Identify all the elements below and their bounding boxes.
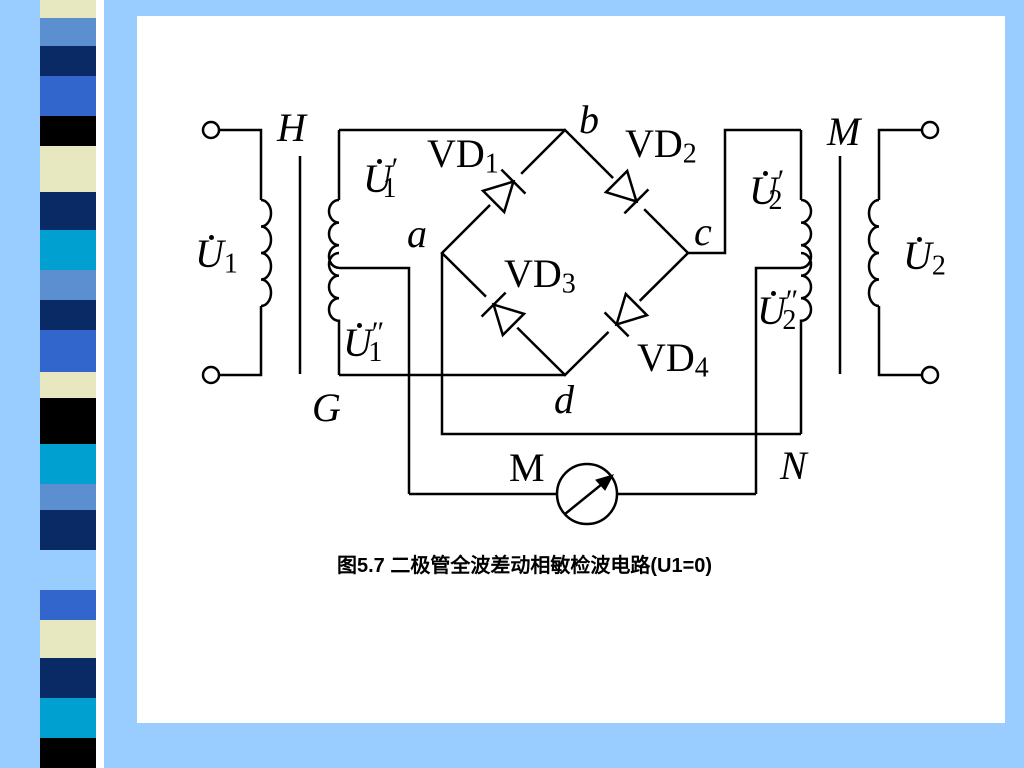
label-node-b: b: [579, 97, 599, 142]
label-node-n: N: [780, 443, 807, 488]
galvanometer: [555, 462, 619, 526]
label-node-h: H: [277, 105, 306, 150]
diode-vd4: [598, 290, 651, 343]
terminal-left-bottom: [201, 365, 221, 385]
label-vd4: VD4: [637, 335, 709, 384]
label-node-g: G: [312, 385, 341, 430]
figure-caption: 图5.7 二极管全波差动相敏检波电路(U1=0): [337, 555, 713, 577]
wire-a-n: [440, 253, 801, 436]
diode-vd2: [602, 167, 655, 220]
label-node-a: a: [407, 211, 427, 256]
label-voltage-u1-prime: U′1: [363, 152, 397, 205]
terminal-right-top: [920, 120, 940, 140]
terminal-left-top: [201, 120, 221, 140]
transformer-right-primary: [867, 128, 922, 377]
label-voltage-u1-double-prime: U″1: [343, 316, 383, 369]
wire-c-m: [688, 128, 801, 255]
slide-panel: H G b a c d M N VD1 VD2 VD3 VD4 M U1 U′1…: [137, 16, 1005, 723]
label-vd3: VD3: [504, 251, 576, 300]
decorative-stripe: [0, 0, 120, 768]
label-node-d: d: [554, 377, 574, 422]
label-vd1: VD1: [427, 131, 499, 180]
label-node-c: c: [694, 209, 712, 254]
diode-vd1: [479, 163, 532, 216]
label-voltage-u2-double-prime: U″2: [757, 284, 797, 337]
bridge-wires: [440, 128, 690, 377]
transformer-left-primary: [219, 128, 273, 377]
circuit-diagram: [201, 120, 940, 526]
transformer-right-secondary: [754, 130, 813, 494]
label-voltage-u2: U2: [903, 233, 946, 282]
label-meter: M: [509, 445, 545, 490]
label-voltage-u2-prime: U′2: [749, 164, 783, 217]
label-voltage-u1: U1: [195, 231, 238, 280]
terminal-right-bottom: [920, 365, 940, 385]
label-node-m: M: [827, 109, 861, 154]
transformer-left-secondary: [327, 130, 411, 494]
diode-vd3: [475, 286, 528, 339]
label-vd2: VD2: [625, 121, 697, 170]
